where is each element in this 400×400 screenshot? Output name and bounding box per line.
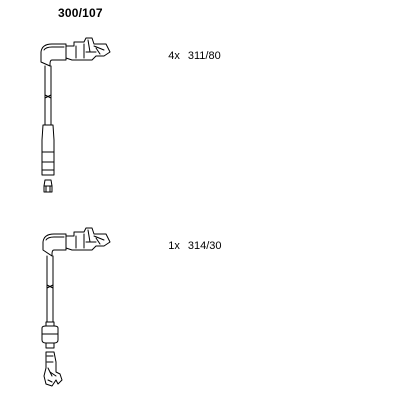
cable-code-2: 314/30 [187,240,222,252]
cable-label-2: 1x 314/30 [156,228,222,264]
cable-1-bottom-boot [41,124,55,176]
cable-code-1: 311/80 [187,50,221,62]
cable-2-terminal [43,351,63,387]
cable-quantity-1: 4x [168,50,180,62]
cable-2-wire [46,255,54,323]
cable-label-1: 4x 311/80 [156,38,221,74]
cable-2-top-boot [42,227,111,257]
cable-2-bottom-boot [41,321,59,349]
cable-1-wire [44,65,52,126]
part-number-title: 300/107 [58,6,103,20]
cable-1-top-boot [40,37,111,67]
cable-1-terminal [43,179,53,193]
cable-quantity-2: 1x [168,240,180,252]
